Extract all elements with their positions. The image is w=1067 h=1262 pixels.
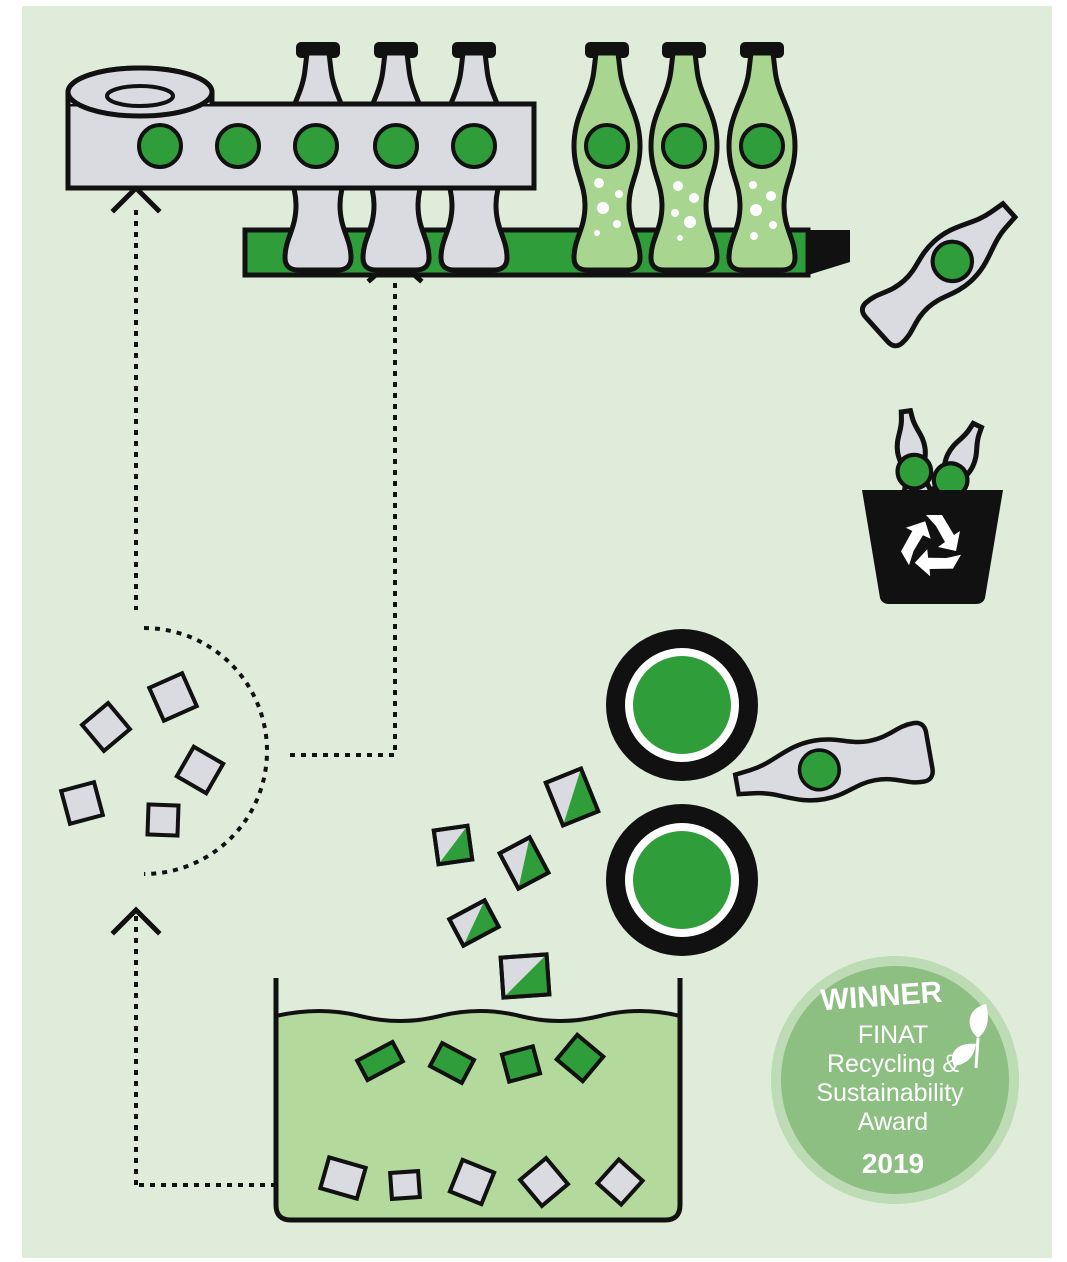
- badge-line-2: Recycling &: [827, 1050, 959, 1078]
- badge-line-3: Sustainability: [816, 1079, 964, 1107]
- badge-line-4: Award: [858, 1108, 928, 1136]
- award-badge: WINNER FINAT Recycling & Sustainability …: [771, 956, 1019, 1204]
- badge-year: 2019: [862, 1148, 924, 1179]
- flake: [147, 804, 178, 835]
- flake: [61, 782, 103, 824]
- badge-line-1: FINAT: [858, 1021, 928, 1049]
- flake: [390, 1171, 420, 1199]
- flake: [501, 954, 550, 997]
- label-dot: [375, 125, 417, 167]
- label-dot: [453, 125, 495, 167]
- separation-tank-icon: [276, 978, 680, 1220]
- filled-bottles: [574, 42, 795, 270]
- label-dot: [139, 125, 181, 167]
- flake: [434, 826, 472, 864]
- flake: [502, 1046, 540, 1081]
- label-dot: [295, 125, 337, 167]
- label-dot: [217, 125, 259, 167]
